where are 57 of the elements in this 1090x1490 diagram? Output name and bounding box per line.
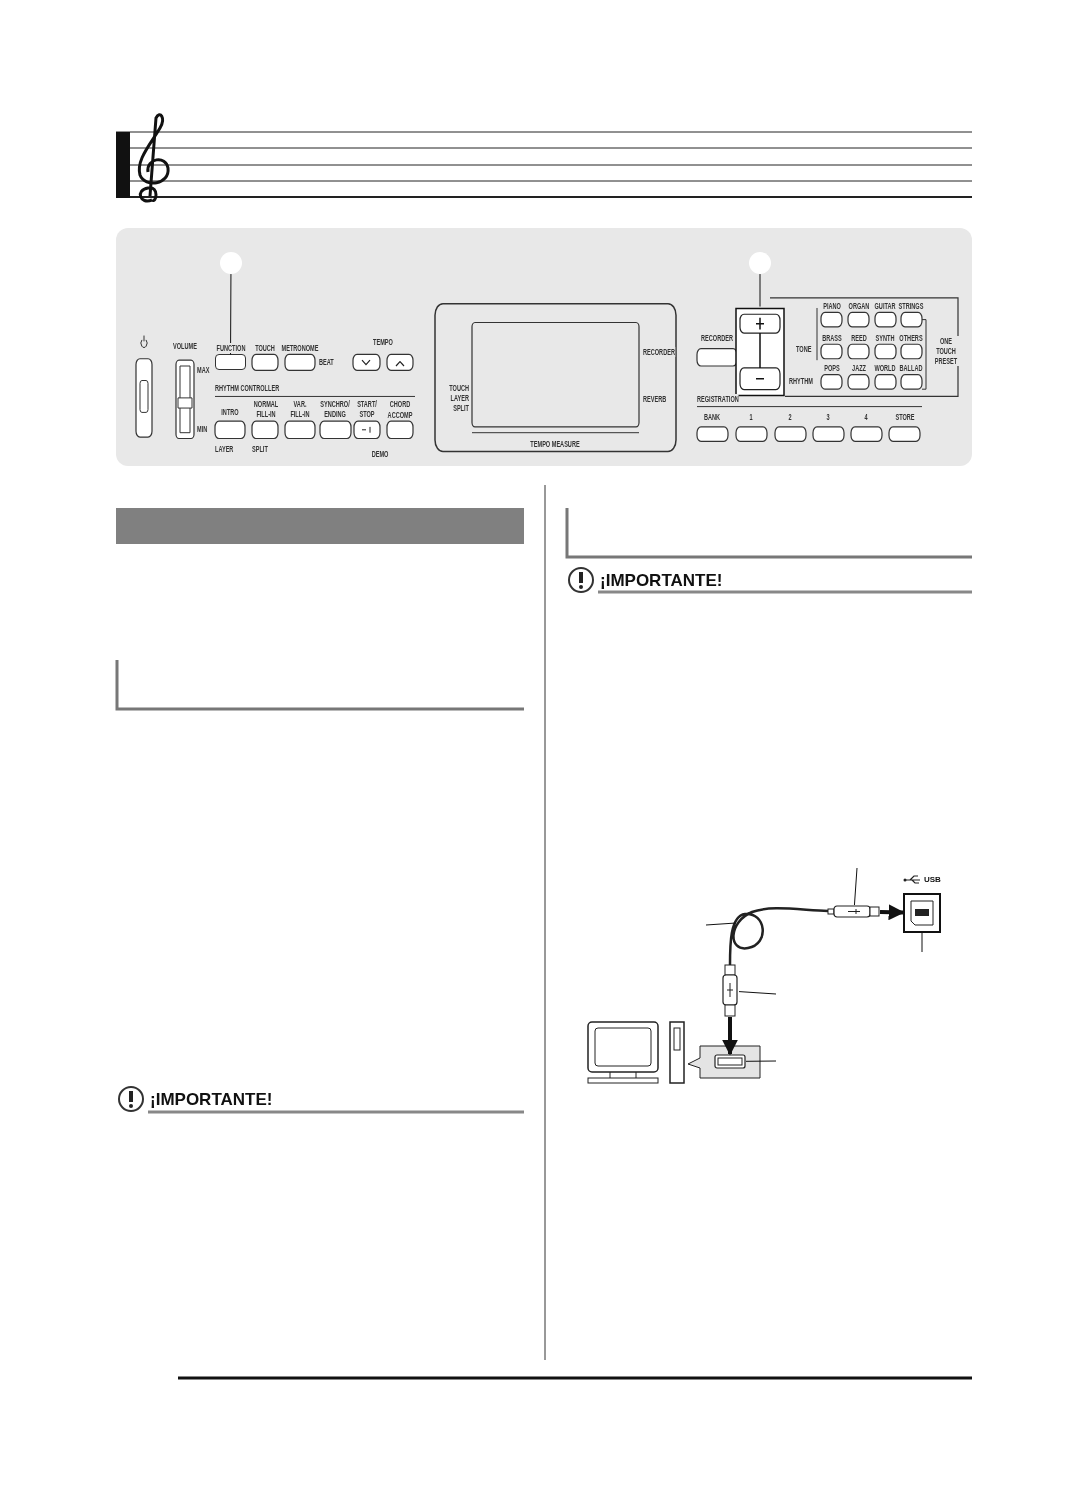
panel-label: 1 xyxy=(749,412,753,423)
panel-label: TONE xyxy=(796,344,812,355)
panel-label: RHYTHM CONTROLLER xyxy=(215,383,280,394)
panel-label: STRINGS xyxy=(898,300,924,311)
usb-plug-drawing xyxy=(828,905,880,918)
function-button xyxy=(215,354,246,371)
leader-line xyxy=(745,1060,777,1062)
panel-label: 2 xyxy=(788,412,792,423)
panel-label: 3 xyxy=(826,412,830,423)
leader-line xyxy=(921,932,923,953)
panel-label: BANK xyxy=(703,412,721,423)
panel-label: MIN xyxy=(197,424,208,434)
leader-line xyxy=(230,273,232,355)
panel-label: TEMPO MEASURE xyxy=(530,438,580,449)
panel-label: FUNCTION xyxy=(216,342,246,353)
usb-plug-drawing xyxy=(721,965,739,1017)
plus-minus-buttons xyxy=(735,306,785,397)
panel-label: OTHERS xyxy=(899,332,923,343)
usb-port-drawing xyxy=(714,1054,746,1069)
panel-label: RHYTHM xyxy=(789,376,813,387)
panel-label: RECORDER xyxy=(643,347,675,358)
panel-label: VAR. FILL-IN xyxy=(287,399,313,420)
warning-heading: ¡IMPORTANTE! xyxy=(600,571,723,590)
panel-label: SPLIT xyxy=(252,444,268,455)
leader-line xyxy=(853,867,858,906)
panel-label: 4 xyxy=(864,412,868,423)
panel-label: BEAT xyxy=(319,357,334,368)
leader-line xyxy=(705,922,737,926)
panel-label: CHORD xyxy=(389,399,411,410)
panel-label: VOLUME xyxy=(173,341,197,352)
panel-label: TOUCH xyxy=(255,342,275,353)
panel-label: MAX xyxy=(197,364,210,375)
panel-label: SYNTH xyxy=(875,332,895,343)
port-label: USB xyxy=(924,875,941,885)
panel-label: TEMPO xyxy=(373,337,393,347)
panel-label: REGISTRATION xyxy=(697,393,739,404)
arrow xyxy=(879,904,905,921)
panel-label: SYNCHRO/ ENDING xyxy=(319,399,351,420)
panel-label: BALLAD xyxy=(899,363,923,374)
panel-label: STORE xyxy=(895,412,915,423)
panel-label: DEMO xyxy=(371,448,389,459)
panel-label: START/ STOP xyxy=(354,399,380,420)
arrow xyxy=(722,1017,738,1056)
section-band xyxy=(116,508,524,544)
panel-label: ACCOMP xyxy=(387,409,413,420)
panel-label: REVERB xyxy=(643,393,667,404)
panel-label: NORMAL FILL-IN xyxy=(252,399,280,420)
leader-line xyxy=(738,991,777,995)
leader-line xyxy=(759,273,761,308)
panel-label: LAYER xyxy=(215,444,234,455)
warning-heading: ¡IMPORTANTE! xyxy=(150,1090,273,1109)
panel-label: JAZZ xyxy=(852,363,866,374)
usb-port-drawing xyxy=(903,893,941,933)
panel-label: TOUCH LAYER SPLIT xyxy=(447,383,469,414)
panel-label: POPS xyxy=(824,363,840,374)
panel-label: PIANO xyxy=(823,300,841,311)
panel-label: BRASS xyxy=(822,332,842,343)
